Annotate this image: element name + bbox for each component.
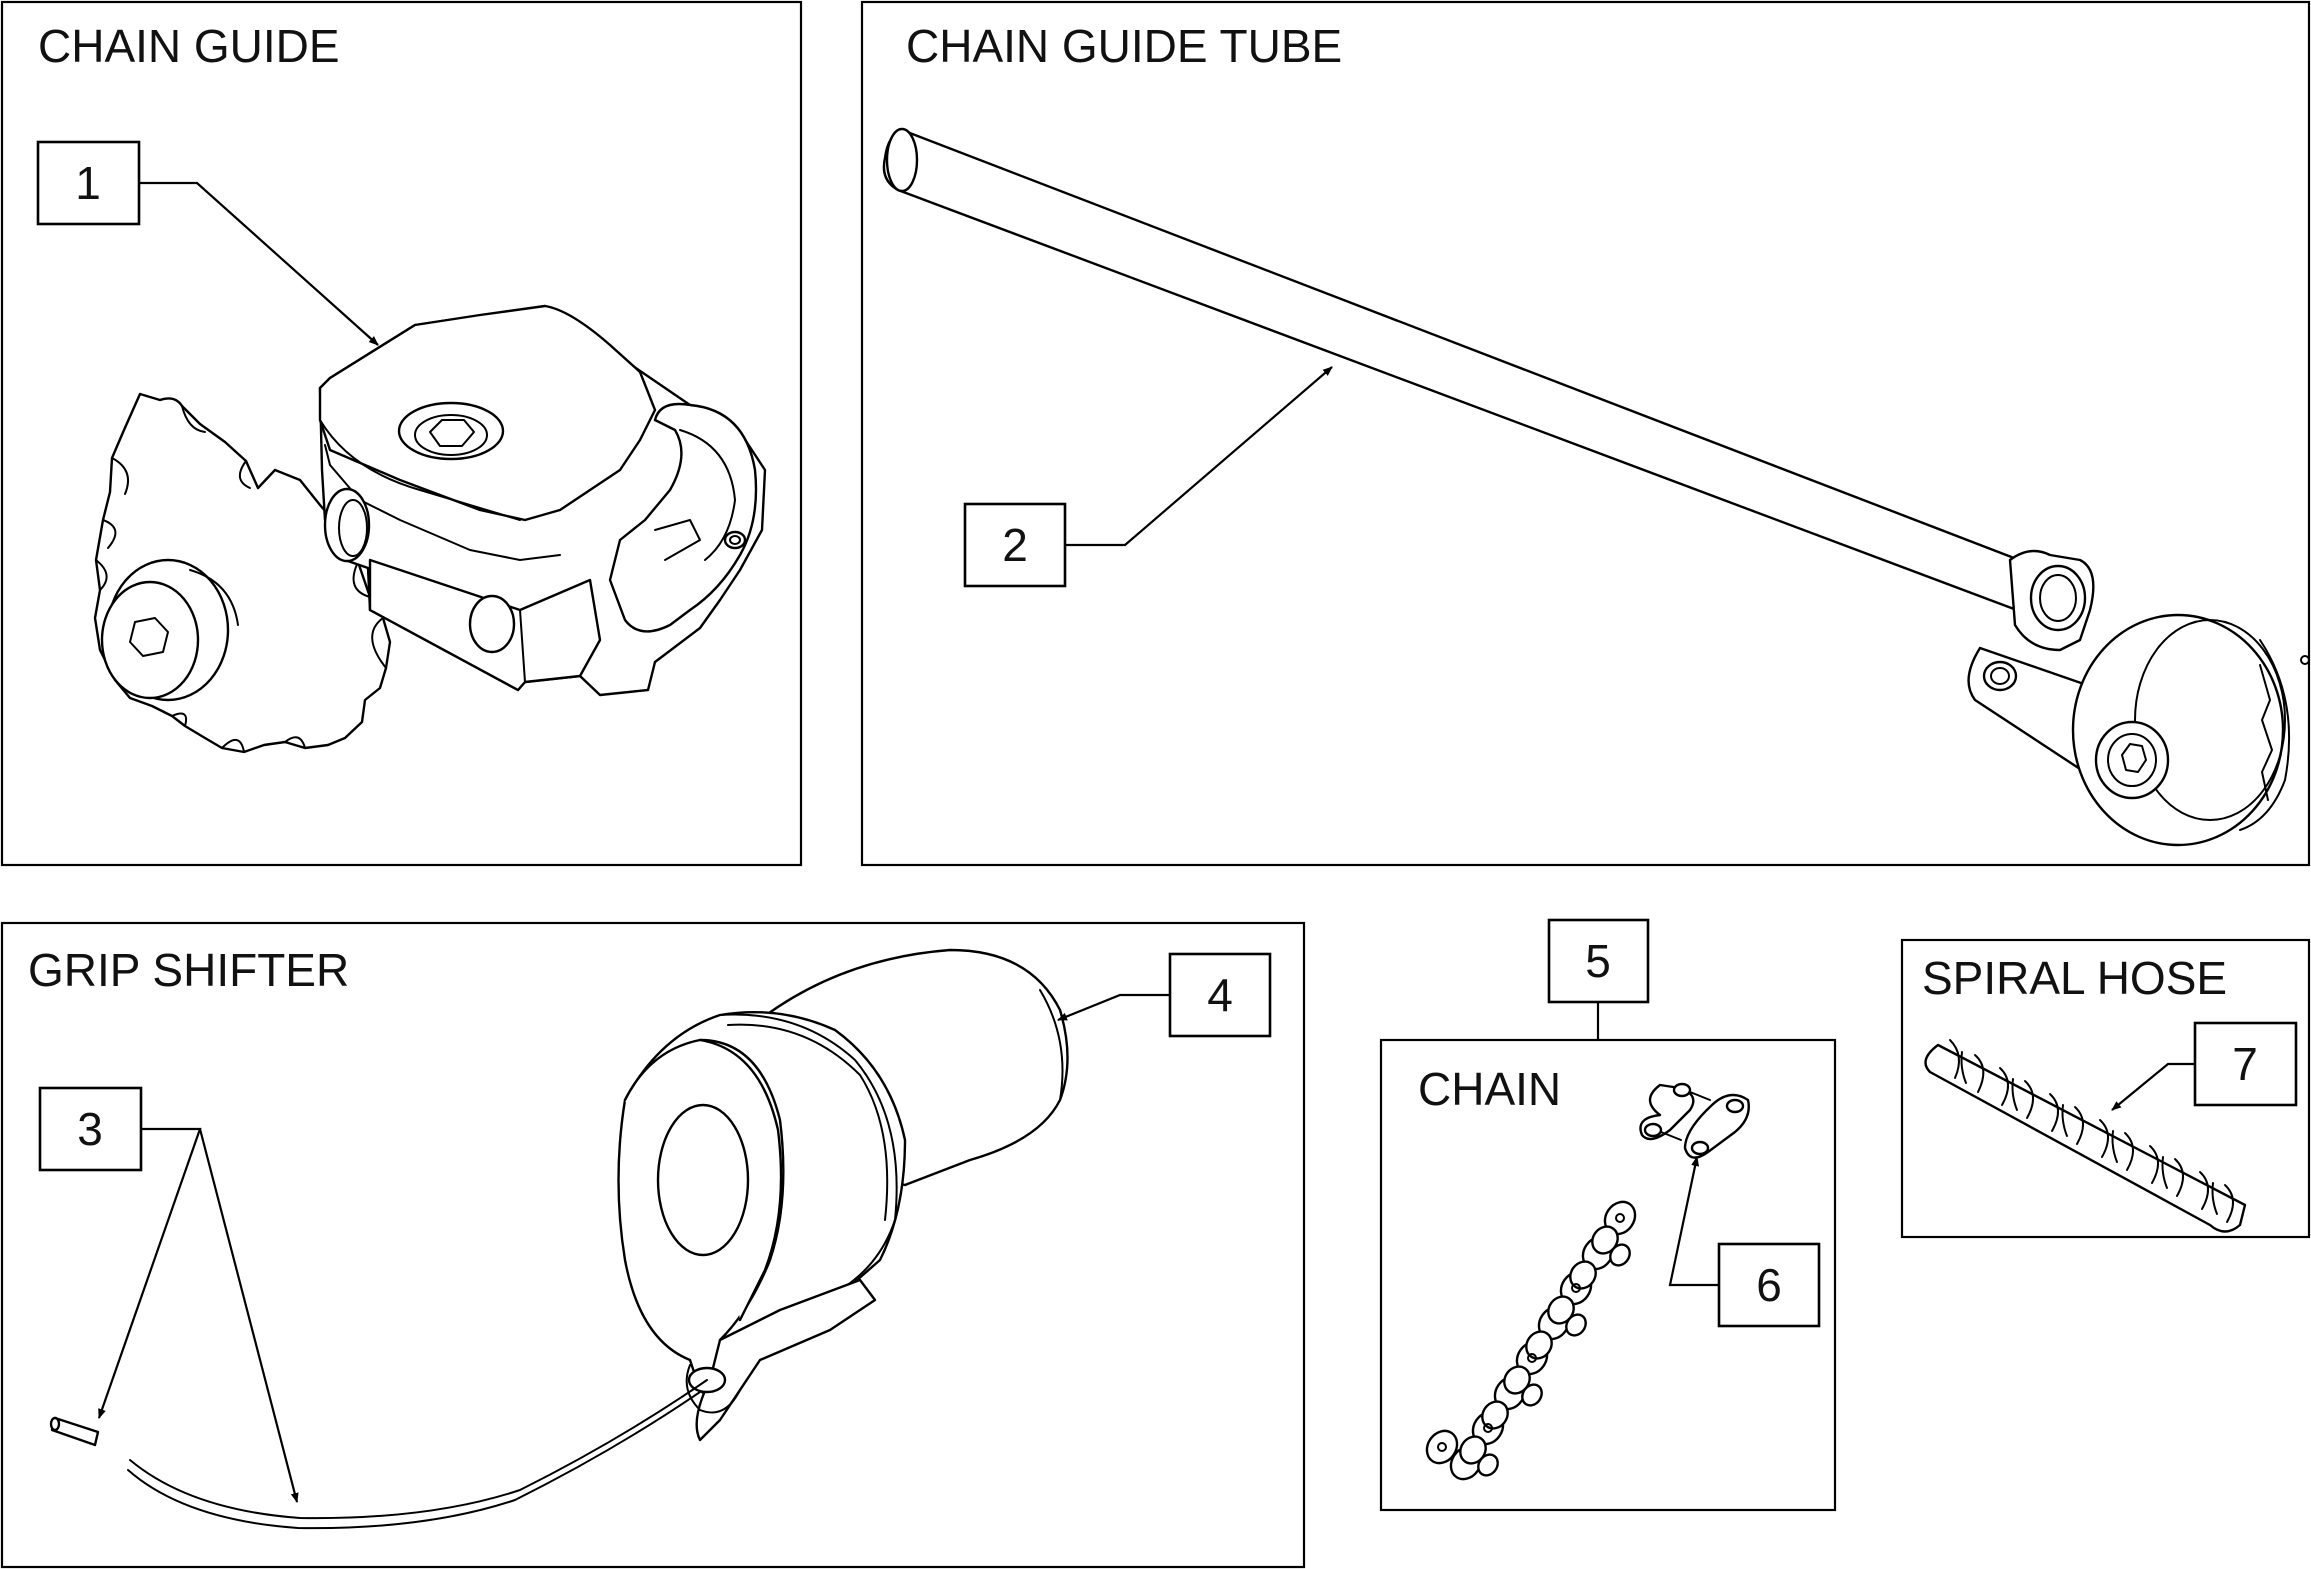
callout-4-box xyxy=(1168,952,1272,1038)
callout-4-number: 4 xyxy=(1207,969,1233,1021)
callout-1: 1 xyxy=(36,140,379,346)
callout-6-number: 6 xyxy=(1756,1259,1782,1311)
callout-1-number: 1 xyxy=(75,157,101,209)
panel-chain-guide-tube-border xyxy=(860,0,2311,867)
callout-3-leader-b xyxy=(198,1128,299,1503)
callout-3: 3 xyxy=(38,1086,299,1503)
callout-2-number: 2 xyxy=(1002,519,1028,571)
callout-1-leader xyxy=(139,181,379,346)
callout-5: 5 xyxy=(1547,918,1650,1040)
callout-2: 2 xyxy=(963,366,1333,588)
callout-1-box xyxy=(36,140,141,226)
grip-shifter-illustration xyxy=(49,948,1069,1530)
callout-3-box xyxy=(38,1086,143,1172)
panel-chain-guide-tube: CHAIN GUIDE TUBE 2 xyxy=(860,0,2311,867)
chain-links xyxy=(1425,1200,1637,1481)
callout-6-box xyxy=(1717,1242,1821,1328)
panel-chain-guide-tube-title: CHAIN GUIDE TUBE xyxy=(906,20,1342,72)
panel-grip-shifter-border xyxy=(0,921,1306,1569)
panel-grip-shifter-title: GRIP SHIFTER xyxy=(28,944,349,996)
callout-7-box xyxy=(2193,1021,2298,1107)
callout-3-leader-a xyxy=(97,1127,202,1419)
callout-7: 7 xyxy=(2111,1021,2298,1111)
panel-chain-guide-title: CHAIN GUIDE xyxy=(38,20,340,72)
callout-4-leader xyxy=(1057,993,1170,1022)
callout-7-number: 7 xyxy=(2232,1038,2258,1090)
panel-chain-title: CHAIN xyxy=(1418,1063,1561,1115)
panel-chain-border xyxy=(1379,1038,1837,1512)
panel-chain: CHAIN xyxy=(1379,918,1837,1512)
panel-spiral-hose-border xyxy=(1900,938,2311,1239)
callout-2-leader xyxy=(1065,366,1333,547)
panel-grip-shifter: GRIP SHIFTER 3 xyxy=(0,921,1306,1569)
callout-6: 6 xyxy=(1668,1156,1821,1328)
chain-guide-tube-illustration xyxy=(882,127,2310,847)
panel-spiral-hose-title: SPIRAL HOSE xyxy=(1922,952,2227,1004)
chain-illustration xyxy=(1425,1082,1750,1481)
callout-5-number: 5 xyxy=(1585,935,1611,987)
master-link xyxy=(1639,1082,1750,1159)
callout-4: 4 xyxy=(1057,952,1272,1038)
callout-3-number: 3 xyxy=(77,1103,103,1155)
panel-spiral-hose: SPIRAL HOSE 7 xyxy=(1900,938,2311,1239)
panel-chain-guide: CHAIN GUIDE xyxy=(0,0,803,867)
callout-7-leader xyxy=(2111,1062,2195,1111)
callout-6-leader xyxy=(1668,1156,1719,1287)
spiral-hose-illustration xyxy=(1924,1039,2247,1233)
panel-chain-guide-border xyxy=(0,0,803,867)
chain-guide-illustration xyxy=(93,304,767,754)
